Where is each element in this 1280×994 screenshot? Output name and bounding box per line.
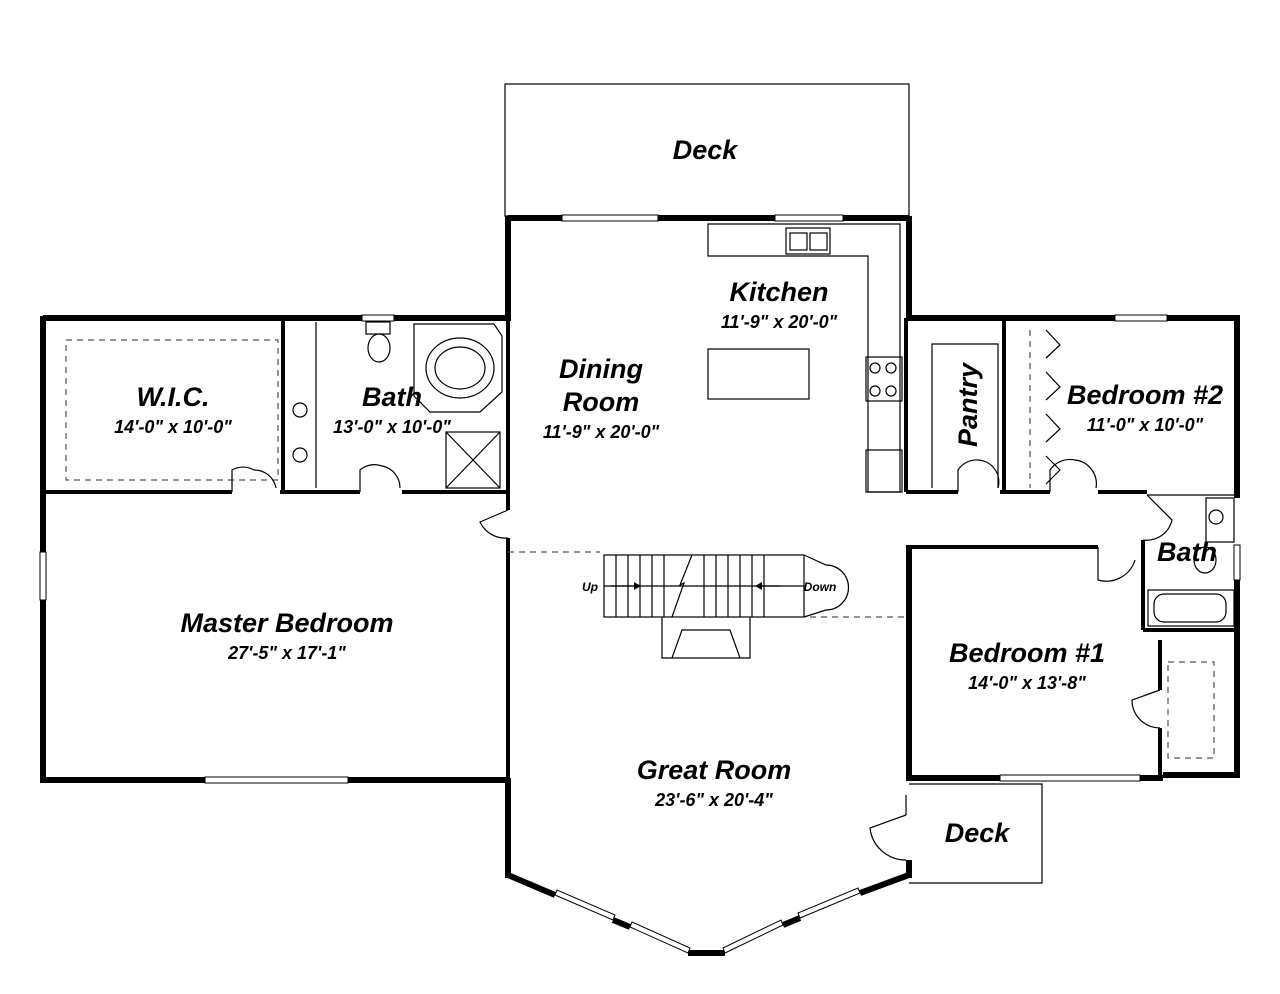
stairs [603, 554, 850, 659]
wic-dims: 14'-0" x 10'-0" [114, 417, 232, 437]
master-bath-dims: 13'-0" x 10'-0" [333, 417, 451, 437]
kitchen-dims: 11'-9" x 20'-0" [721, 312, 838, 332]
kitchen-cabinets [707, 223, 903, 493]
windows [39, 214, 1241, 954]
pantry-shelves [931, 343, 999, 488]
dining-dims: 11'-9" x 20'-0" [543, 422, 660, 442]
deck-top-label: Deck [673, 135, 740, 165]
bath2-fixtures [1147, 497, 1235, 627]
dining-label-line1: Dining [559, 354, 643, 384]
pantry-label: Pantry [953, 361, 983, 447]
bedroom1-dims: 14'-0" x 13'-8" [968, 673, 1086, 693]
great-room-dims: 23'-6" x 20'-4" [654, 790, 773, 810]
doors [231, 329, 1173, 861]
exterior-walls [40, 215, 1240, 956]
master-bedroom-label: Master Bedroom [180, 608, 393, 638]
bedroom2-dims: 11'-0" x 10'-0" [1087, 415, 1204, 435]
stairs-down-label: Down [804, 580, 837, 594]
bath2-label: Bath [1157, 537, 1217, 567]
wic-label: W.I.C. [137, 382, 210, 412]
kitchen-label: Kitchen [729, 277, 828, 307]
bedroom1-label: Bedroom #1 [949, 638, 1105, 668]
master-bedroom-dims: 27'-5" x 17'-1" [227, 643, 346, 663]
interior-walls [43, 318, 1237, 780]
deck-bottom-outline [909, 783, 1043, 884]
master-bath-label: Bath [362, 382, 422, 412]
great-room-label: Great Room [637, 755, 792, 785]
deck-bottom-label: Deck [945, 818, 1012, 848]
stairs-up-label: Up [582, 580, 598, 594]
dashed-outlines [65, 330, 1215, 759]
master-bath-fixtures [292, 321, 503, 489]
dining-label-line2: Room [563, 387, 640, 417]
bedroom2-label: Bedroom #2 [1067, 380, 1223, 410]
